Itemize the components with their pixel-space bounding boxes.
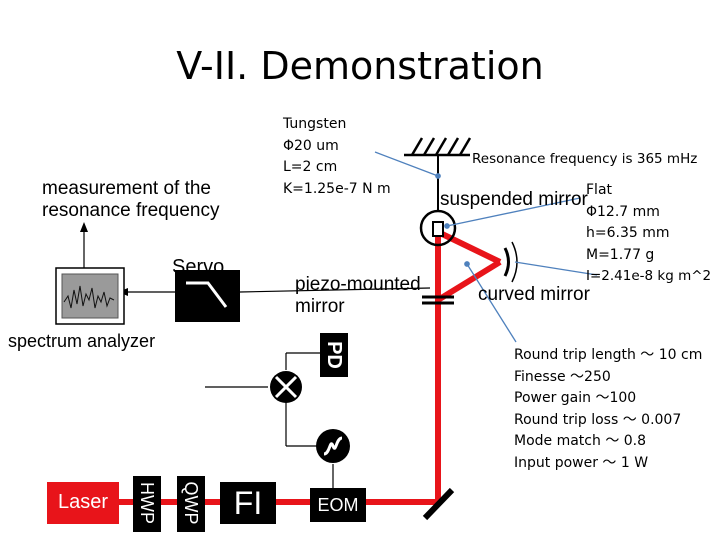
mirror-line-2: Φ12.7 mm [586, 203, 660, 220]
cavity-line-6: Input power ～ 1 W [514, 454, 649, 471]
cavity-line-5: Mode match ～ 0.8 [514, 433, 647, 449]
mixer-cross [274, 375, 298, 399]
spectrum-label: spectrum analyzer [8, 331, 156, 351]
curved-mirror [503, 247, 510, 277]
mirror-line-3: h=6.35 mm [586, 225, 670, 241]
curved-label: curved mirror [478, 284, 590, 305]
qwp-box [177, 476, 205, 532]
laser-beam [112, 229, 502, 505]
cavity-note: Round trip length ～ 10 cm Finesse ～250 P… [514, 345, 702, 474]
mirror-note: Flat Φ12.7 mm h=6.35 mm M=1.77 g I=2.41e… [586, 180, 711, 288]
arrow-up [80, 222, 88, 232]
fi-box [220, 482, 276, 524]
measurement-line-1: measurement of the [42, 178, 211, 199]
annotation-pointers [374, 151, 598, 343]
tungsten-line-3: L=2 cm [283, 159, 338, 175]
eom-label: EOM [317, 495, 359, 515]
resonance-note: Resonance frequency is 365 mHz [472, 151, 698, 167]
lowpass-icon [186, 281, 228, 308]
cavity-line-4: Round trip loss ～ 0.007 [514, 411, 682, 428]
suspended-label: suspended mirror [440, 189, 588, 210]
servo-label: Servo [172, 256, 225, 278]
mirror-line-4: M=1.77 g [586, 246, 655, 263]
spectrum-trace [63, 285, 115, 309]
laser-box [47, 482, 119, 524]
measurement-line-2: resonance frequency [42, 200, 220, 221]
hwp-box [133, 476, 161, 532]
signal-wiring [83, 228, 431, 488]
fi-label: FI [233, 485, 263, 521]
suspended-mirror-ring [419, 209, 457, 247]
mirror-line-1: Flat [586, 182, 613, 198]
tungsten-note: Tungsten Φ20 um L=2 cm K=1.25e-7 N m [283, 114, 391, 200]
piezo-line-2: mirror [295, 296, 345, 317]
servo-box [175, 270, 240, 322]
hwp-label: HWP [137, 482, 157, 524]
cavity-line-1: Round trip length ～ 10 cm [514, 347, 703, 363]
qwp-label: QWP [181, 481, 201, 525]
cavity-line-2: Finesse ～250 [514, 368, 611, 385]
eom-box [310, 488, 366, 522]
steering-mirror [422, 487, 455, 521]
sine-wave-icon [323, 436, 343, 456]
pd-box [320, 333, 348, 377]
laser-label: Laser [57, 491, 109, 513]
tungsten-line-4: K=1.25e-7 N m [283, 180, 391, 197]
measurement-label: measurement of the resonance frequency [42, 178, 219, 222]
mirror-line-5: I=2.41e-8 kg m^2 [586, 268, 712, 284]
tungsten-line-1: Tungsten [283, 116, 347, 132]
pd-label: PD [323, 341, 345, 369]
suspended-mirror [432, 221, 444, 237]
cavity-line-3: Power gain ～100 [514, 390, 637, 406]
piezo-line-1: piezo-mounted [295, 274, 421, 295]
piezo-label: piezo-mounted mirror [295, 274, 421, 318]
tungsten-line-2: Φ20 um [283, 137, 339, 154]
piezo-mirror [422, 295, 454, 305]
slide-title: V-II. Demonstration [176, 44, 544, 88]
suspension-mount [404, 137, 472, 157]
